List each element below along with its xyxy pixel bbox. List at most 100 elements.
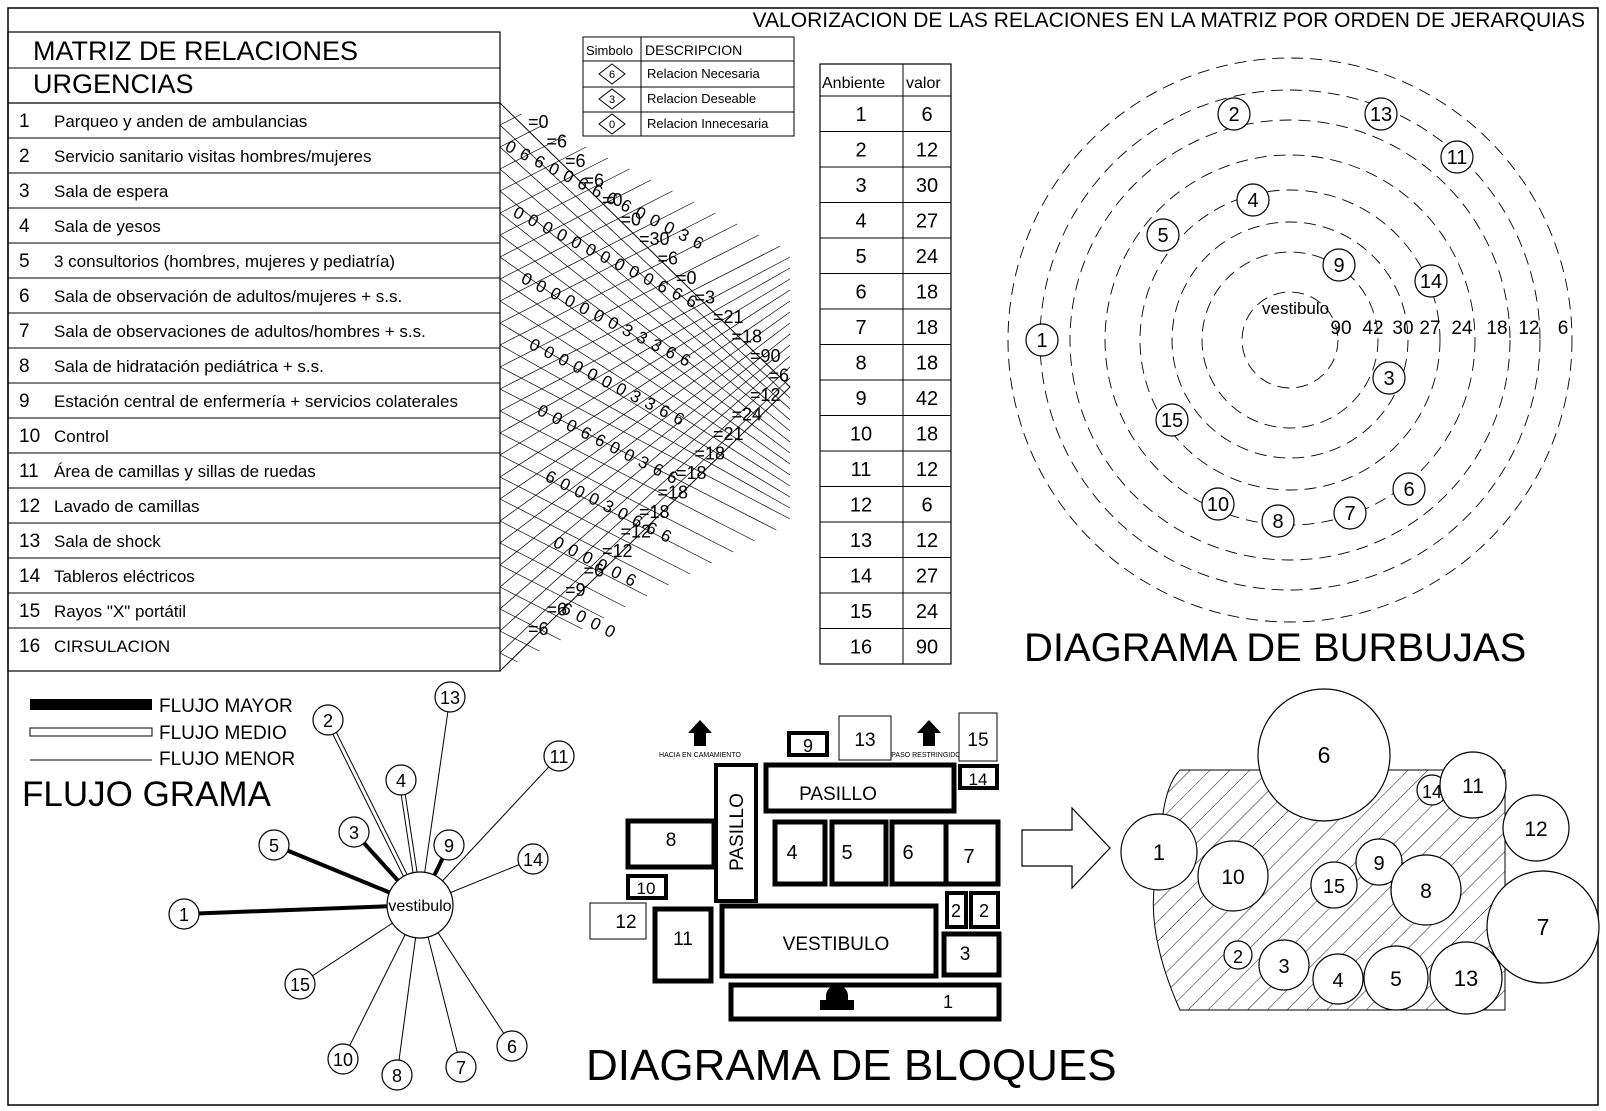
hierarchy-ring	[1201, 251, 1379, 429]
matrix-grid-line	[499, 168, 791, 421]
flow-node-label: 2	[323, 711, 333, 731]
block-pasillo-h-label: PASILLO	[799, 784, 877, 805]
matrix-triangle-grid: 0 6 6 0 0 6 6 6 6 0 0 0 3 60 0 0 0 0 0 0…	[499, 102, 791, 672]
matrix-row-sum: =6	[584, 171, 605, 191]
ring-value-label: 30	[1392, 318, 1413, 339]
flow-node	[312, 704, 344, 736]
zoning-node-label: 6	[1318, 742, 1331, 768]
block-room	[889, 819, 949, 887]
zoning-node	[1223, 940, 1253, 970]
matrix-grid-line	[499, 146, 587, 192]
ring-value-label: 6	[1558, 318, 1569, 339]
matrix-grid-line	[499, 322, 791, 498]
matrix-row-number: 14	[19, 566, 41, 587]
hierarchy-ring	[1241, 291, 1339, 389]
matrix-grid-line	[499, 652, 518, 663]
matrix-grid-line	[499, 256, 791, 465]
block-vestibulo	[719, 903, 939, 979]
matrix-row-sum: =0	[621, 210, 642, 230]
matrix-grid-line	[499, 355, 791, 610]
matrix-row-label: Servicio sanitario visitas hombres/mujer…	[54, 147, 371, 166]
flow-medium-swatch	[29, 727, 153, 737]
matrix-row-number: 8	[19, 356, 30, 377]
matrix-row-sum: =18	[695, 444, 726, 464]
values-row-ambiente: 2	[855, 140, 866, 162]
flow-node-label: 11	[550, 747, 569, 767]
zoning-node-label: 12	[1524, 818, 1547, 841]
legend-header-symbol: Simbolo	[586, 43, 633, 58]
matrix-row-label: Control	[54, 427, 109, 446]
block-room-label: 14	[969, 770, 988, 789]
values-row-ambiente: 8	[855, 353, 866, 375]
matrix-row-sum: =18	[732, 327, 763, 347]
block-room-label: 8	[666, 830, 677, 851]
values-row-valor: 30	[916, 175, 938, 197]
zoning-node	[1429, 941, 1503, 1015]
matrix-row-sum: =18	[639, 502, 670, 522]
values-row-valor: 24	[916, 601, 938, 623]
bubble-node-label: 14	[1420, 271, 1442, 293]
matrix-grid-line	[499, 278, 791, 476]
block-room	[958, 764, 999, 790]
matrix-row-sum: =6	[547, 132, 568, 152]
ring-value-label: 18	[1486, 318, 1507, 339]
bubble-center-label: vestibulo	[1262, 299, 1329, 318]
matrix-grid-line	[499, 223, 738, 346]
values-row-ambiente: 13	[850, 530, 872, 552]
block-room	[838, 715, 892, 761]
flow-node-label: 1	[179, 905, 189, 925]
matrix-row-number: 15	[19, 601, 40, 622]
values-row-valor: 18	[916, 353, 938, 375]
values-row-ambiente: 4	[855, 211, 866, 233]
block-room	[772, 819, 828, 887]
zoning-node	[1486, 870, 1600, 984]
bubble-node-label: 1	[1036, 330, 1047, 352]
block-room	[625, 818, 717, 870]
bubble-node-label: 7	[1344, 503, 1355, 525]
zoning-node	[1363, 945, 1429, 1011]
relation-symbol-icon	[598, 63, 626, 85]
ring-value-label: 42	[1362, 318, 1383, 339]
matrix-row-number: 11	[19, 461, 39, 482]
matrix-grid-line	[499, 201, 695, 302]
zoning-node-label: 7	[1537, 914, 1550, 940]
ring-value-label: 27	[1419, 318, 1440, 339]
flow-line-minor	[419, 755, 560, 906]
bubble-node-label: 11	[1447, 147, 1468, 169]
legend-header-desc: DESCRIPCION	[645, 42, 742, 58]
matrix-row-sum: =0	[528, 112, 549, 132]
hierarchy-ring	[1007, 57, 1573, 623]
matrix-grid-line	[499, 311, 791, 522]
values-row-valor: 18	[916, 317, 938, 339]
bubble-node	[1261, 504, 1295, 538]
flow-node-label: 3	[349, 823, 359, 843]
matrix-row-number: 4	[19, 216, 30, 237]
matrix-row-sum: =21	[713, 424, 744, 444]
block-room	[728, 982, 1002, 1022]
matrix-row-label: Sala de espera	[54, 182, 169, 201]
matrix-grid-line	[499, 256, 791, 412]
matrix-grid-line	[499, 300, 791, 500]
block-note-left: HACIA EN CAMAMIENTO	[659, 752, 741, 759]
hierarchy-ring	[1104, 154, 1476, 526]
block-room	[945, 891, 968, 929]
hierarchy-ring	[1139, 189, 1441, 491]
values-row-valor: 12	[916, 459, 938, 481]
matrix-grid-line	[499, 124, 791, 399]
block-room-label: 4	[786, 842, 797, 864]
matrix-row-number: 9	[19, 391, 30, 412]
flow-node-label: 4	[396, 771, 406, 791]
matrix-row-number: 5	[19, 251, 30, 272]
matrix-triangle-values: 6 0 0 0	[558, 599, 619, 643]
zoning-node	[1197, 840, 1269, 912]
matrix-grid-line	[499, 542, 626, 608]
block-vestibulo-label: VESTIBULO	[783, 934, 890, 955]
matrix-row-label: Sala de hidratación pediátrica + s.s.	[54, 357, 324, 376]
matrix-grid-line	[499, 212, 716, 324]
matrix-grid-line	[499, 586, 583, 630]
values-row-valor: 42	[916, 388, 938, 410]
